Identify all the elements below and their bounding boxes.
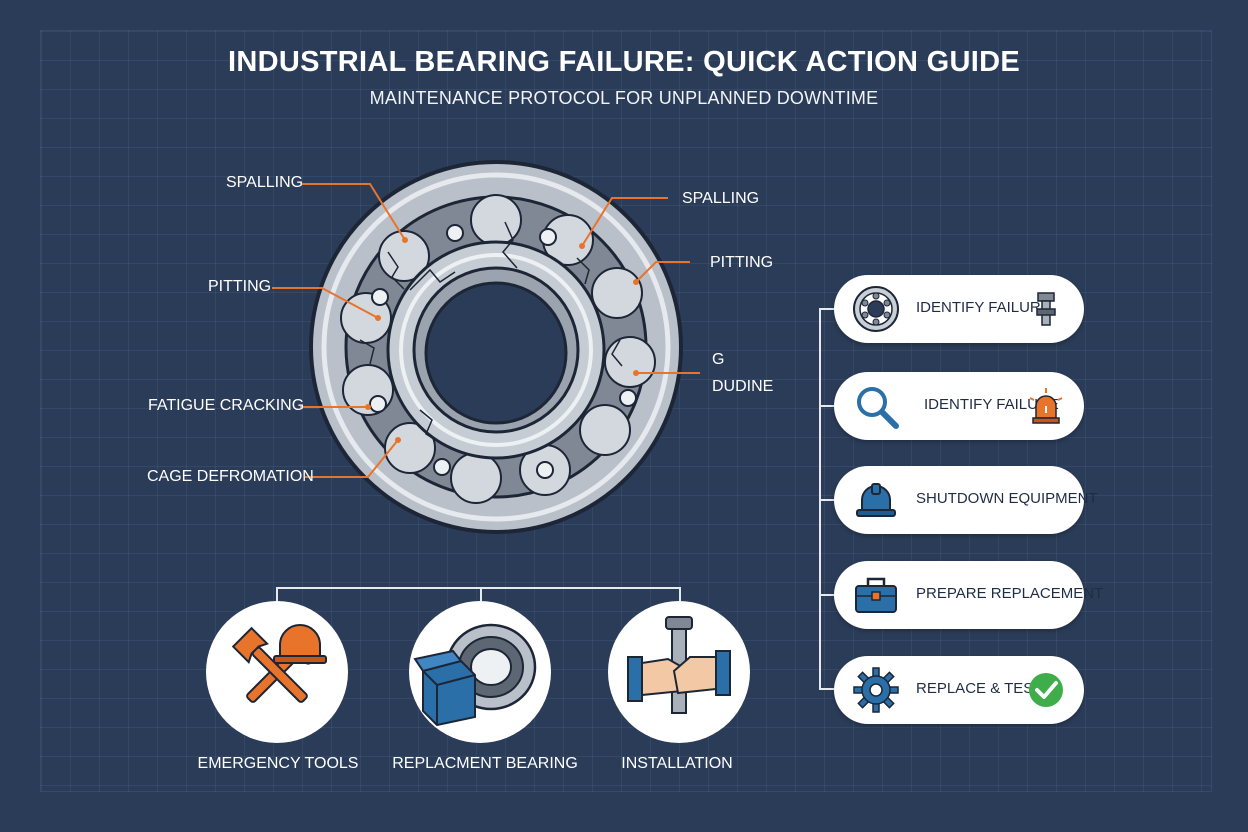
toolbox-icon (855, 577, 897, 613)
resource-label: INSTALLATION (621, 755, 733, 772)
alarm-light-icon (1029, 388, 1063, 424)
hammer-wrench-hardhat-icon (231, 624, 327, 703)
callout-g: G (712, 351, 725, 368)
callout-spalling-left: SPALLING (226, 174, 304, 191)
gear-icon (853, 667, 899, 713)
boxed-bearing-icon (413, 623, 537, 727)
step-label: IDENTIFY FAILURE (924, 396, 1059, 413)
callout-pitting-left: PITTING (208, 278, 272, 295)
step-replace-test[interactable]: REPLACE & TEST (834, 656, 1084, 724)
step-identify-failure-2[interactable]: IDENTIFY FAILURE (834, 372, 1084, 440)
resource-installation[interactable] (608, 601, 750, 743)
page-title: INDUSTRIAL BEARING FAILURE: QUICK ACTION… (228, 46, 1020, 78)
step-shutdown-equipment[interactable]: SHUTDOWN EQUIPMENT (834, 466, 1098, 534)
resource-replacement-bearing[interactable] (409, 601, 551, 743)
step-identify-failure-1[interactable]: IDENTIFY FAILURE (834, 275, 1084, 343)
callout-dudine: DUDINE (712, 378, 774, 395)
step-label: REPLACE & TEST (916, 680, 1043, 697)
bearing-icon (853, 286, 899, 332)
callout-pitting-right: PITTING (710, 254, 774, 271)
step-label: SHUTDOWN EQUIPMENT (916, 490, 1098, 507)
callout-cage-deformation: CAGE DEFROMATION (147, 468, 314, 485)
callout-fatigue-cracking: FATIGUE CRACKING (148, 397, 305, 414)
resource-label: REPLACMENT BEARING (392, 755, 578, 772)
step-label: PREPARE REPLACEMENT (916, 585, 1104, 602)
roller-elements (340, 194, 656, 504)
callout-spalling-right: SPALLING (682, 190, 760, 207)
bolt-icon (1036, 292, 1056, 326)
step-label: IDENTIFY FAILURE (916, 299, 1051, 316)
check-icon (1029, 673, 1063, 707)
magnifier-icon (857, 387, 899, 429)
page-subtitle: MAINTENANCE PROTOCOL FOR UNPLANNED DOWNT… (369, 88, 879, 108)
hands-bolt-icon (627, 616, 731, 714)
resource-label: EMERGENCY TOOLS (197, 755, 359, 772)
step-prepare-replacement[interactable]: PREPARE REPLACEMENT (834, 561, 1103, 629)
hard-hat-icon (856, 483, 896, 517)
resource-emergency-tools[interactable] (206, 601, 348, 743)
